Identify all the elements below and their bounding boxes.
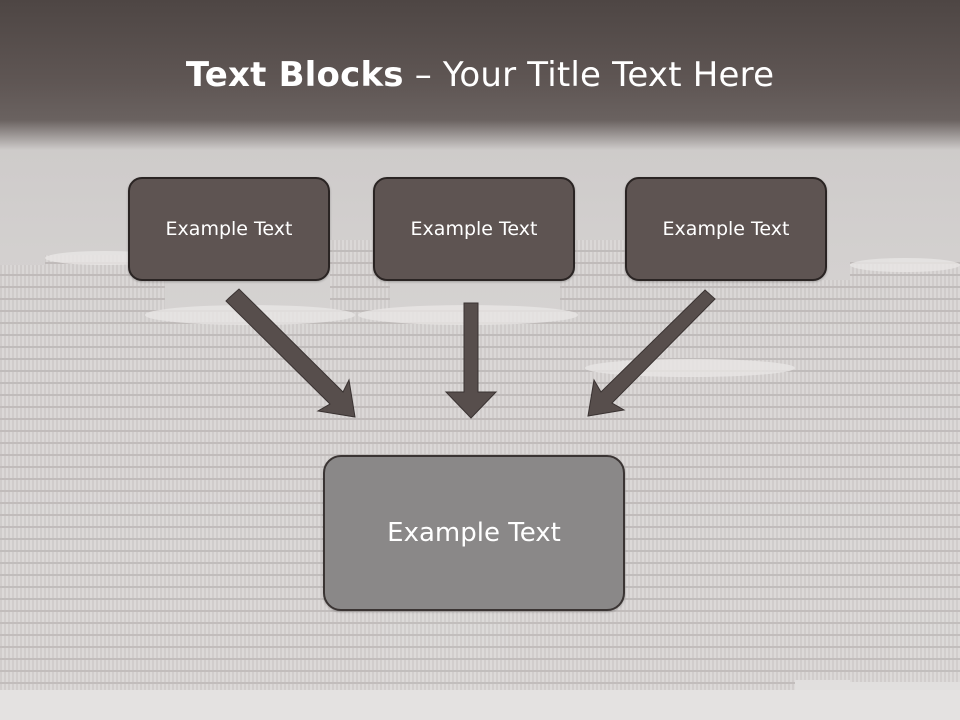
text-block-1-label: Example Text [165, 218, 293, 240]
text-block-1[interactable]: Example Text [128, 177, 330, 281]
title-band [0, 0, 960, 150]
slide-title[interactable]: Text Blocks – Your Title Text Here [0, 52, 960, 98]
text-block-2-label: Example Text [410, 218, 538, 240]
text-block-3[interactable]: Example Text [625, 177, 827, 281]
text-block-3-label: Example Text [662, 218, 790, 240]
target-text-block-label: Example Text [387, 518, 561, 548]
text-block-2[interactable]: Example Text [373, 177, 575, 281]
target-text-block[interactable]: Example Text [323, 455, 625, 611]
title-bold-part: Text Blocks [185, 55, 404, 95]
title-regular-part: – Your Title Text Here [403, 55, 775, 95]
